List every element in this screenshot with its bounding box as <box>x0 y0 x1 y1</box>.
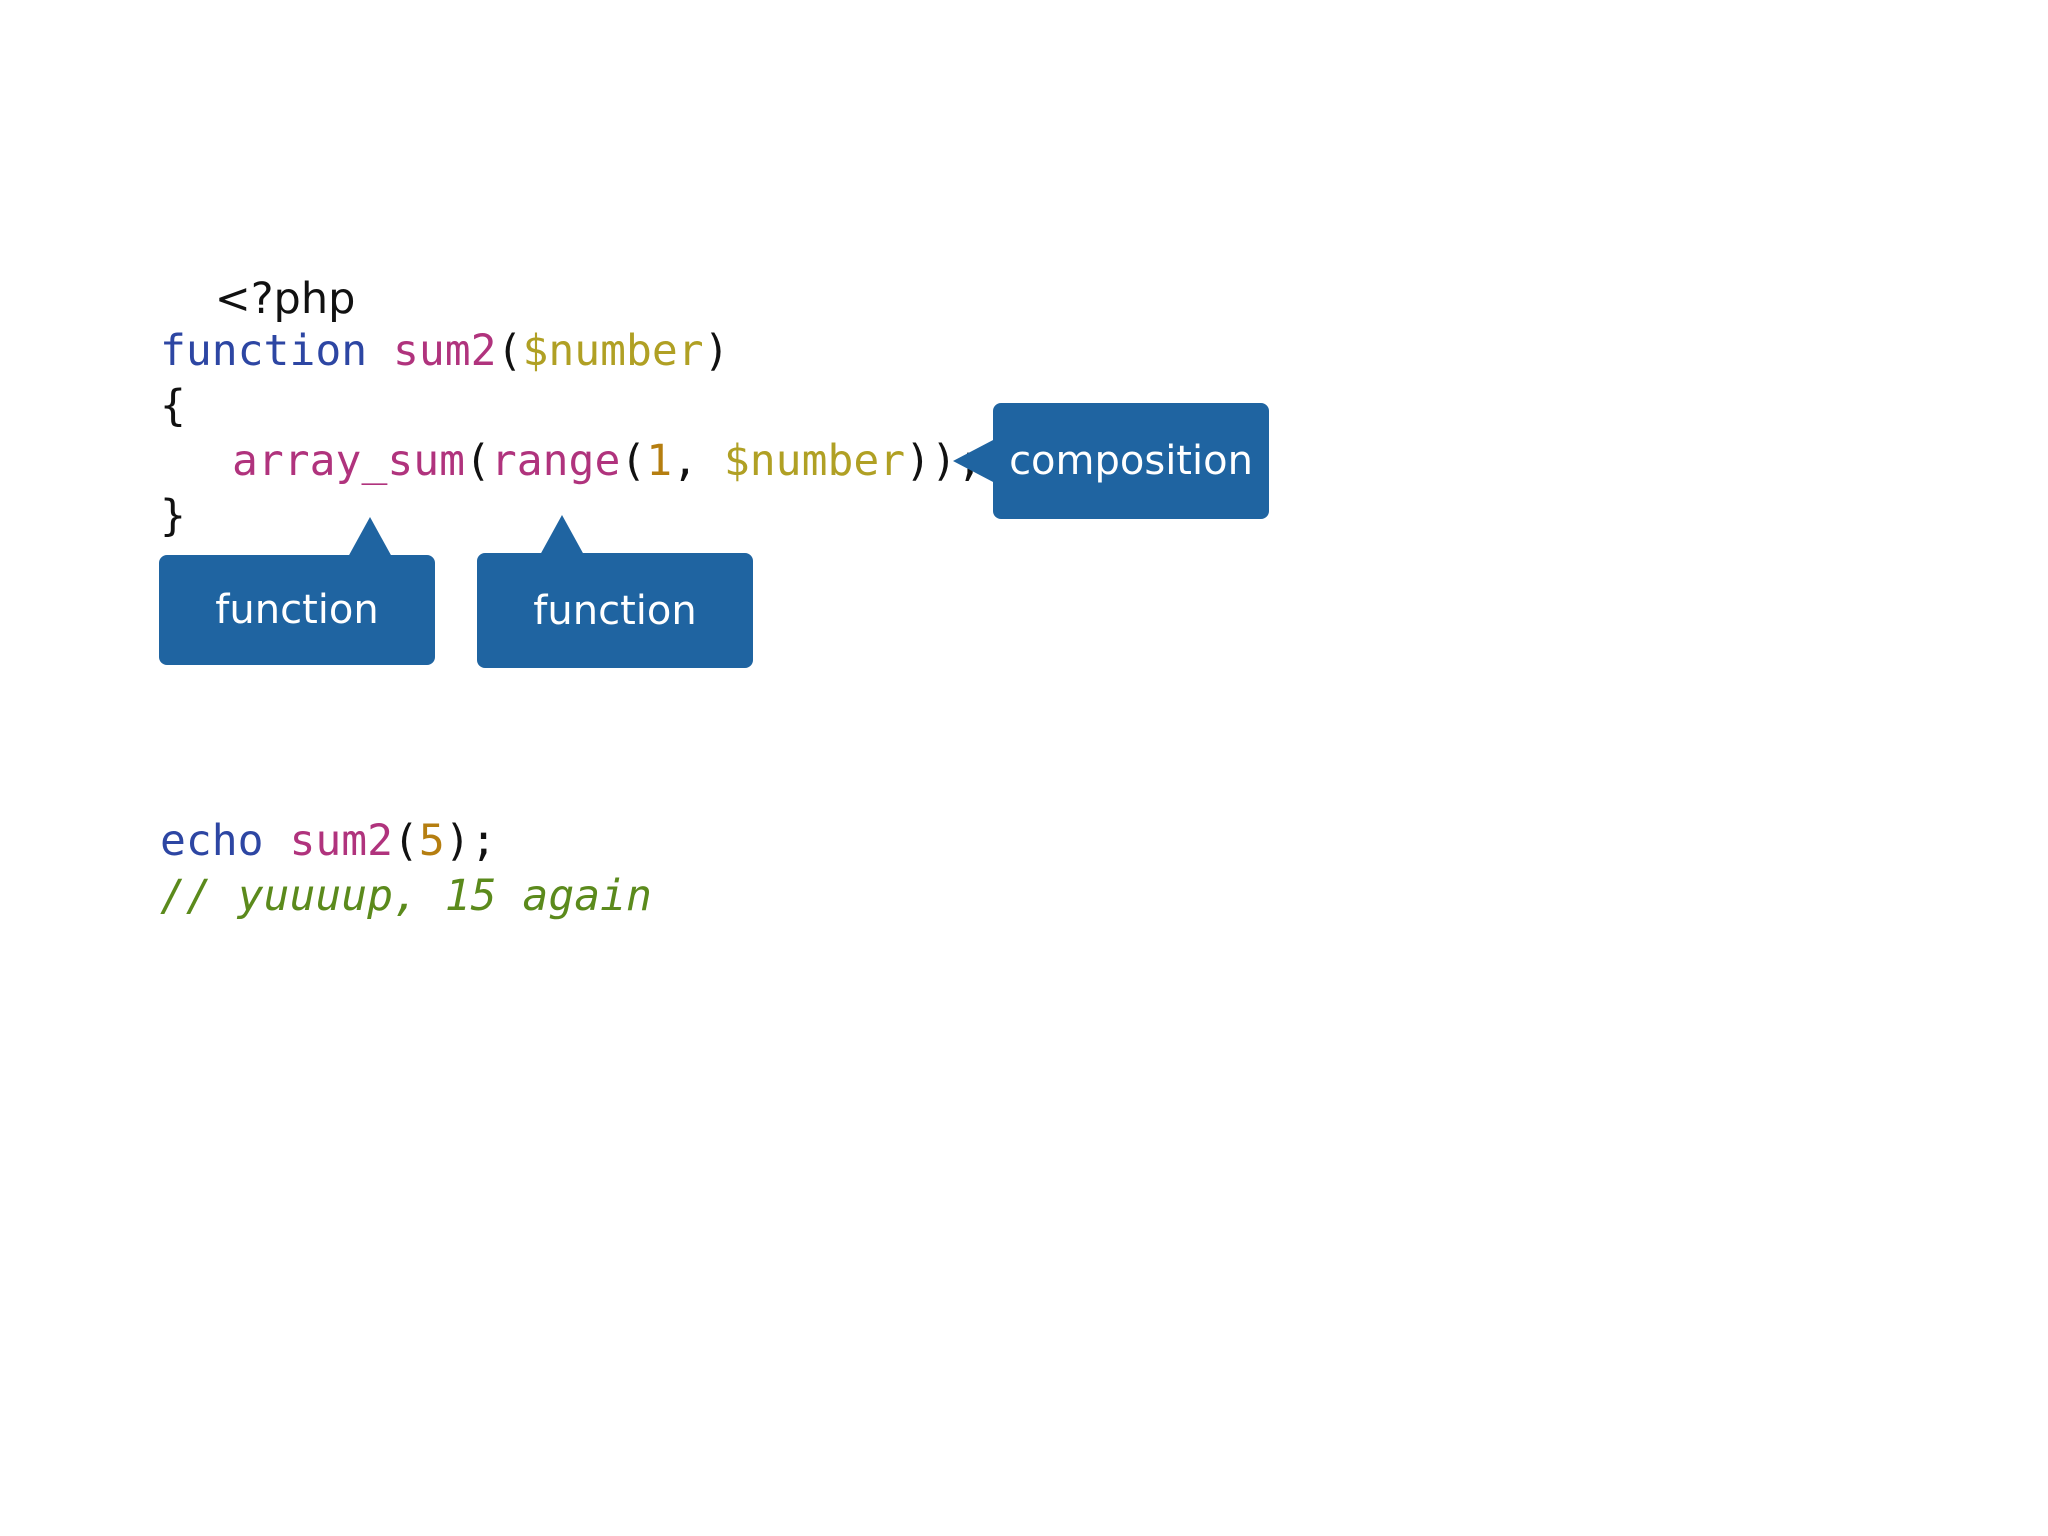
close-paren: ) <box>703 326 730 376</box>
callout-arrow-left-icon <box>953 439 995 483</box>
callout-function-right-label: function <box>533 587 697 634</box>
echo-close: ); <box>444 816 497 866</box>
param-number: $number <box>522 326 704 376</box>
arg-number-1: 1 <box>646 436 673 486</box>
keyword-echo: echo <box>160 816 264 866</box>
callout-arrow-up-icon <box>348 517 392 557</box>
comma: , <box>672 436 724 486</box>
arg-number-var: $number <box>723 436 906 486</box>
open-paren: ( <box>496 326 523 376</box>
callout-function-left: function <box>159 517 435 665</box>
function-name-sum2: sum2 <box>393 326 497 376</box>
callout-composition-label: composition <box>1009 438 1253 484</box>
callout-function-right: function <box>477 515 753 668</box>
code-line-comment: // yuuuup, 15 again <box>160 869 652 924</box>
paren-inner: ( <box>620 436 647 486</box>
code-line-open-brace: { <box>160 379 186 434</box>
function-name-range: range <box>490 436 621 486</box>
callout-arrow-up-icon <box>540 515 584 555</box>
code-line-body: array_sum(range(1, $number)); <box>232 434 983 489</box>
function-name-array-sum: array_sum <box>232 436 465 486</box>
php-open-text: <?php <box>214 274 356 324</box>
code-line-close-brace: } <box>160 489 186 544</box>
keyword-function: function <box>160 326 368 376</box>
code-line-echo: echo sum2(5); <box>160 814 497 869</box>
function-name-sum2-call: sum2 <box>289 816 394 866</box>
paren-outer: ( <box>465 436 491 486</box>
echo-open-paren: ( <box>393 816 419 866</box>
php-open-tag: <?php <box>160 217 356 382</box>
code-line-function-declaration: function sum2($number) <box>160 324 730 379</box>
callout-composition: composition <box>953 403 1269 519</box>
close-brace: } <box>160 491 186 541</box>
comment-text: // yuuuup, 15 again <box>160 871 652 921</box>
callout-function-left-label: function <box>215 587 379 633</box>
open-brace: { <box>160 381 186 431</box>
echo-arg-5: 5 <box>418 816 445 866</box>
